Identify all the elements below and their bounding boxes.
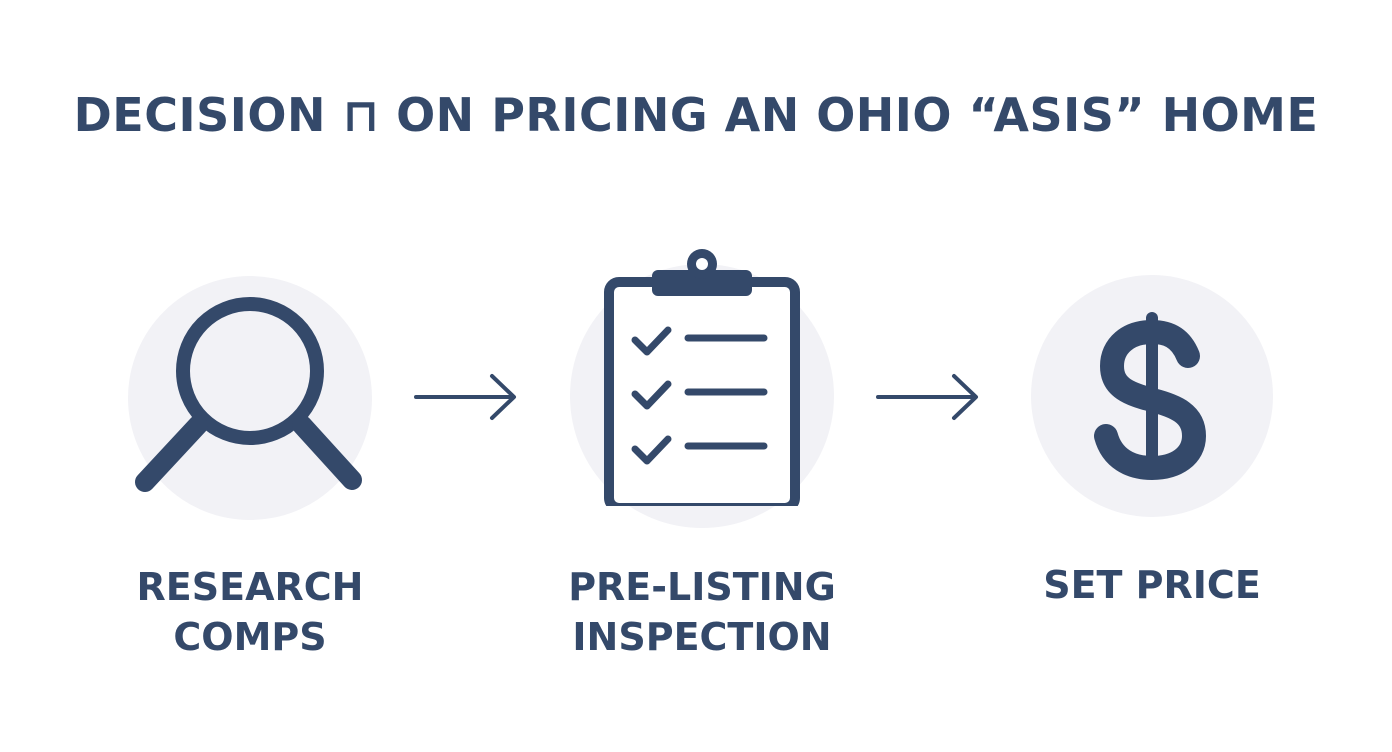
dollar-sign-icon	[1094, 312, 1206, 480]
step-1-label: RESEARCH COMPS	[136, 565, 364, 659]
step-pre-listing-inspection: PRE-LISTING INSPECTION	[552, 249, 852, 670]
magnifying-glass-icon	[135, 297, 362, 492]
step-3-label: SET PRICE	[1043, 563, 1261, 607]
step-2-label: PRE-LISTING INSPECTION	[568, 565, 836, 659]
step-1-circle-bg	[128, 276, 372, 520]
arrow-right-icon	[414, 374, 516, 420]
diagram-title: DECISION ⊓ ON PRICING AN OHIO “ASIS” HOM…	[73, 88, 1319, 142]
arrow-right-icon	[876, 374, 978, 420]
step-research-comps: RESEARCH COMPS	[100, 270, 400, 670]
clipboard-checklist-icon	[604, 249, 800, 506]
step-set-price: SET PRICE	[1002, 270, 1302, 670]
